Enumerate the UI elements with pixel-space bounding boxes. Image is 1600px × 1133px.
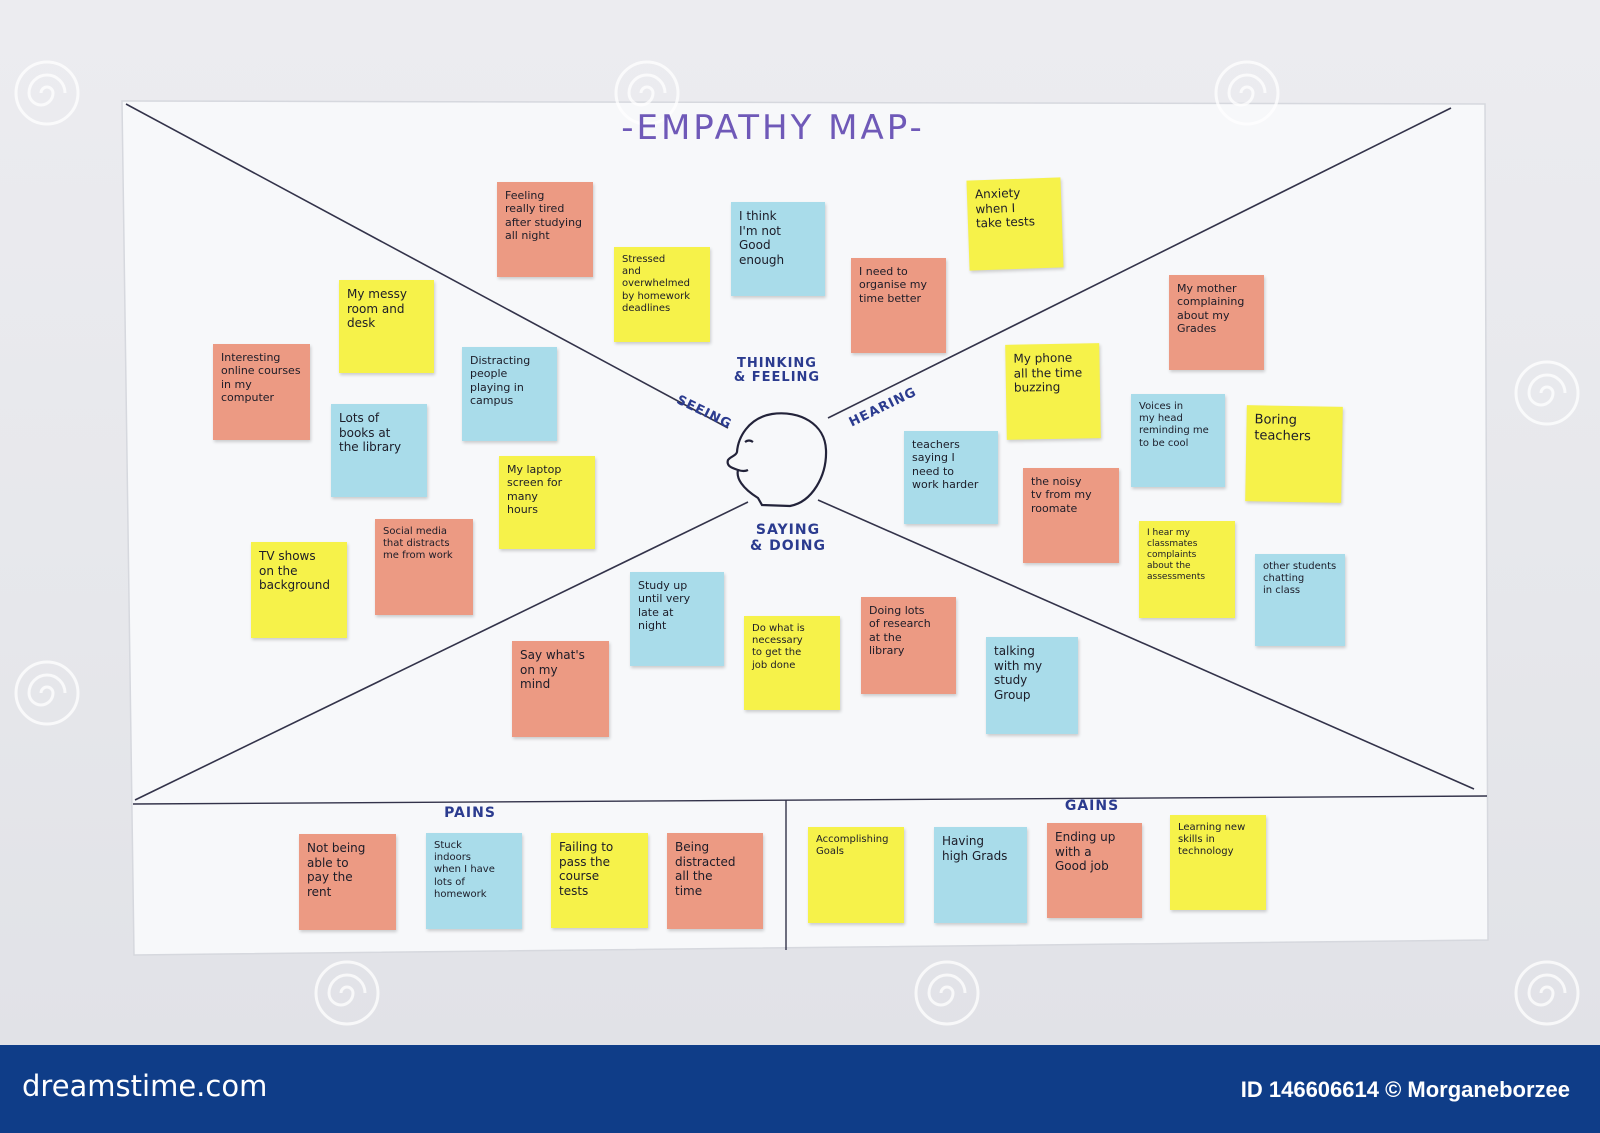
sticky-note: Do what is necessary to get the job done bbox=[744, 616, 840, 710]
sticky-note: Boring teachers bbox=[1245, 405, 1343, 503]
footer-image-id: ID 146606614 © Morganeborzee bbox=[1240, 1077, 1570, 1102]
watermark-spiral-icon bbox=[14, 60, 80, 126]
watermark-spiral-icon bbox=[914, 960, 980, 1026]
label-thinking-feeling: THINKING & FEELING bbox=[733, 356, 821, 386]
sticky-note: teachers saying I need to work harder bbox=[904, 431, 998, 524]
sticky-note: Social media that distracts me from work bbox=[375, 519, 473, 615]
watermark-spiral-icon bbox=[1514, 960, 1580, 1026]
head-sketch-icon bbox=[726, 412, 828, 508]
diagonal-top-right bbox=[827, 107, 1452, 419]
sticky-note: My mother complaining about my Grades bbox=[1169, 275, 1264, 370]
sticky-note: I think I'm not Good enough bbox=[731, 202, 825, 296]
sticky-note: Learning new skills in technology bbox=[1170, 815, 1266, 910]
label-saying-doing: SAYING & DOING bbox=[749, 522, 827, 555]
sticky-note: TV shows on the background bbox=[251, 542, 347, 638]
sticky-note: My messy room and desk bbox=[339, 280, 434, 373]
section-divider-horizontal bbox=[132, 795, 1488, 805]
watermark-spiral-icon bbox=[614, 60, 680, 126]
sticky-note: Stuck indoors when I have lots of homewo… bbox=[426, 833, 522, 929]
sticky-note: Distracting people playing in campus bbox=[462, 347, 557, 441]
diagonal-bottom-left bbox=[134, 501, 749, 801]
sticky-note: Say what's on my mind bbox=[512, 641, 609, 737]
sticky-note: Failing to pass the course tests bbox=[551, 833, 648, 928]
watermark-spiral-icon bbox=[1514, 360, 1580, 426]
empathy-map-board bbox=[121, 100, 1489, 956]
sticky-note: Study up until very late at night bbox=[630, 572, 724, 666]
sticky-note: Interesting online courses in my compute… bbox=[213, 344, 310, 440]
diagonal-top-left bbox=[125, 103, 729, 429]
watermark-spiral-icon bbox=[1214, 60, 1280, 126]
sticky-note: other students chatting in class bbox=[1255, 554, 1345, 646]
sticky-note: Voices in my head reminding me to be coo… bbox=[1131, 394, 1225, 487]
sticky-note: Ending up with a Good job bbox=[1047, 823, 1142, 918]
sticky-note: Feeling really tired after studying all … bbox=[497, 182, 593, 277]
sticky-note: Accomplishing Goals bbox=[808, 827, 904, 923]
sticky-note: Having high Grads bbox=[934, 827, 1027, 923]
sticky-note: I need to organise my time better bbox=[851, 258, 946, 353]
sticky-note: Anxiety when I take tests bbox=[966, 177, 1064, 271]
sticky-note: Lots of books at the library bbox=[331, 404, 427, 497]
sticky-note: Not being able to pay the rent bbox=[299, 834, 396, 930]
sticky-note: My phone all the time buzzing bbox=[1005, 343, 1101, 440]
sticky-note: the noisy tv from my roomate bbox=[1023, 468, 1119, 563]
footer-logo: dreamstime.com bbox=[22, 1069, 268, 1103]
sticky-note: Stressed and overwhelmed by homework dea… bbox=[614, 247, 710, 342]
map-title: -EMPATHY MAP- bbox=[621, 108, 925, 148]
label-gains: GAINS bbox=[1064, 798, 1120, 814]
diagonal-bottom-right bbox=[817, 499, 1475, 790]
watermark-spiral-icon bbox=[14, 660, 80, 726]
watermark-spiral-icon bbox=[314, 960, 380, 1026]
paper-sheet bbox=[121, 100, 1489, 956]
label-pains: PAINS bbox=[444, 805, 496, 821]
sticky-note: My laptop screen for many hours bbox=[499, 456, 595, 549]
sticky-note: talking with my study Group bbox=[986, 637, 1078, 734]
watermark-footer: dreamstime.com ID 146606614 © Morganebor… bbox=[0, 1045, 1600, 1133]
sticky-note: Doing lots of research at the library bbox=[861, 597, 956, 694]
sticky-note: Being distracted all the time bbox=[667, 833, 763, 929]
sticky-note: I hear my classmates complaints about th… bbox=[1139, 521, 1235, 618]
